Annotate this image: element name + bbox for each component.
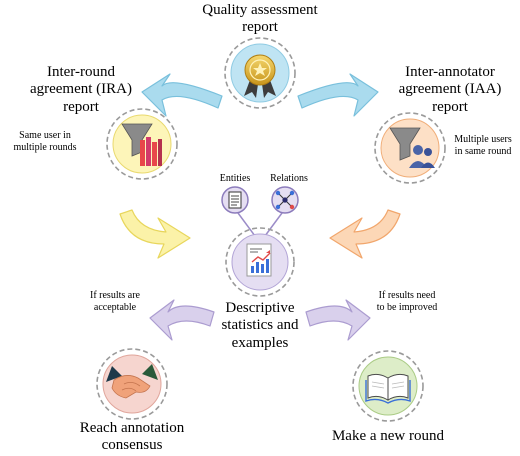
quality-report-label: Quality assessment report	[202, 2, 318, 36]
blue-arrow-right	[297, 73, 379, 117]
award-seal-icon	[244, 54, 276, 98]
quality-node	[224, 37, 296, 109]
entities-label: Entities	[219, 173, 251, 184]
funnel-books-icon	[121, 123, 162, 166]
funnel-users-icon	[389, 127, 435, 168]
descriptive-statistics-label: Descriptive statistics and examples	[221, 300, 299, 351]
document-icon	[228, 191, 242, 209]
open-book-icon	[365, 373, 411, 404]
handshake-icon	[106, 364, 158, 399]
reach-consensus-label: Reach annotation consensus	[79, 420, 185, 454]
new-round-node	[352, 350, 424, 422]
descriptive-statistics-node	[225, 227, 295, 297]
iaa-report-label: Inter-annotator agreement (IAA) report	[398, 64, 502, 115]
chart-report-icon	[246, 243, 272, 277]
if-acceptable-label: If results are acceptable	[90, 290, 140, 313]
consensus-node	[96, 348, 168, 420]
ira-report-label: Inter-round agreement (IRA) report	[29, 64, 133, 115]
ira-node	[106, 108, 178, 180]
yellow-arrow	[119, 209, 191, 259]
new-round-label: Make a new round	[331, 428, 445, 444]
iaa-node	[374, 112, 446, 184]
orange-arrow	[329, 209, 401, 259]
network-nodes-icon	[275, 190, 295, 210]
relations-node	[271, 186, 299, 214]
if-improved-label: If results need to be improved	[376, 290, 438, 313]
blue-arrow-left	[141, 73, 223, 117]
relations-label: Relations	[270, 173, 308, 184]
purple-arrow-right	[305, 299, 371, 341]
purple-arrow-left	[149, 299, 215, 341]
entities-node	[221, 186, 249, 214]
same-user-label: Same user in multiple rounds	[13, 130, 77, 153]
multiple-users-label: Multiple users in same round	[454, 134, 512, 157]
